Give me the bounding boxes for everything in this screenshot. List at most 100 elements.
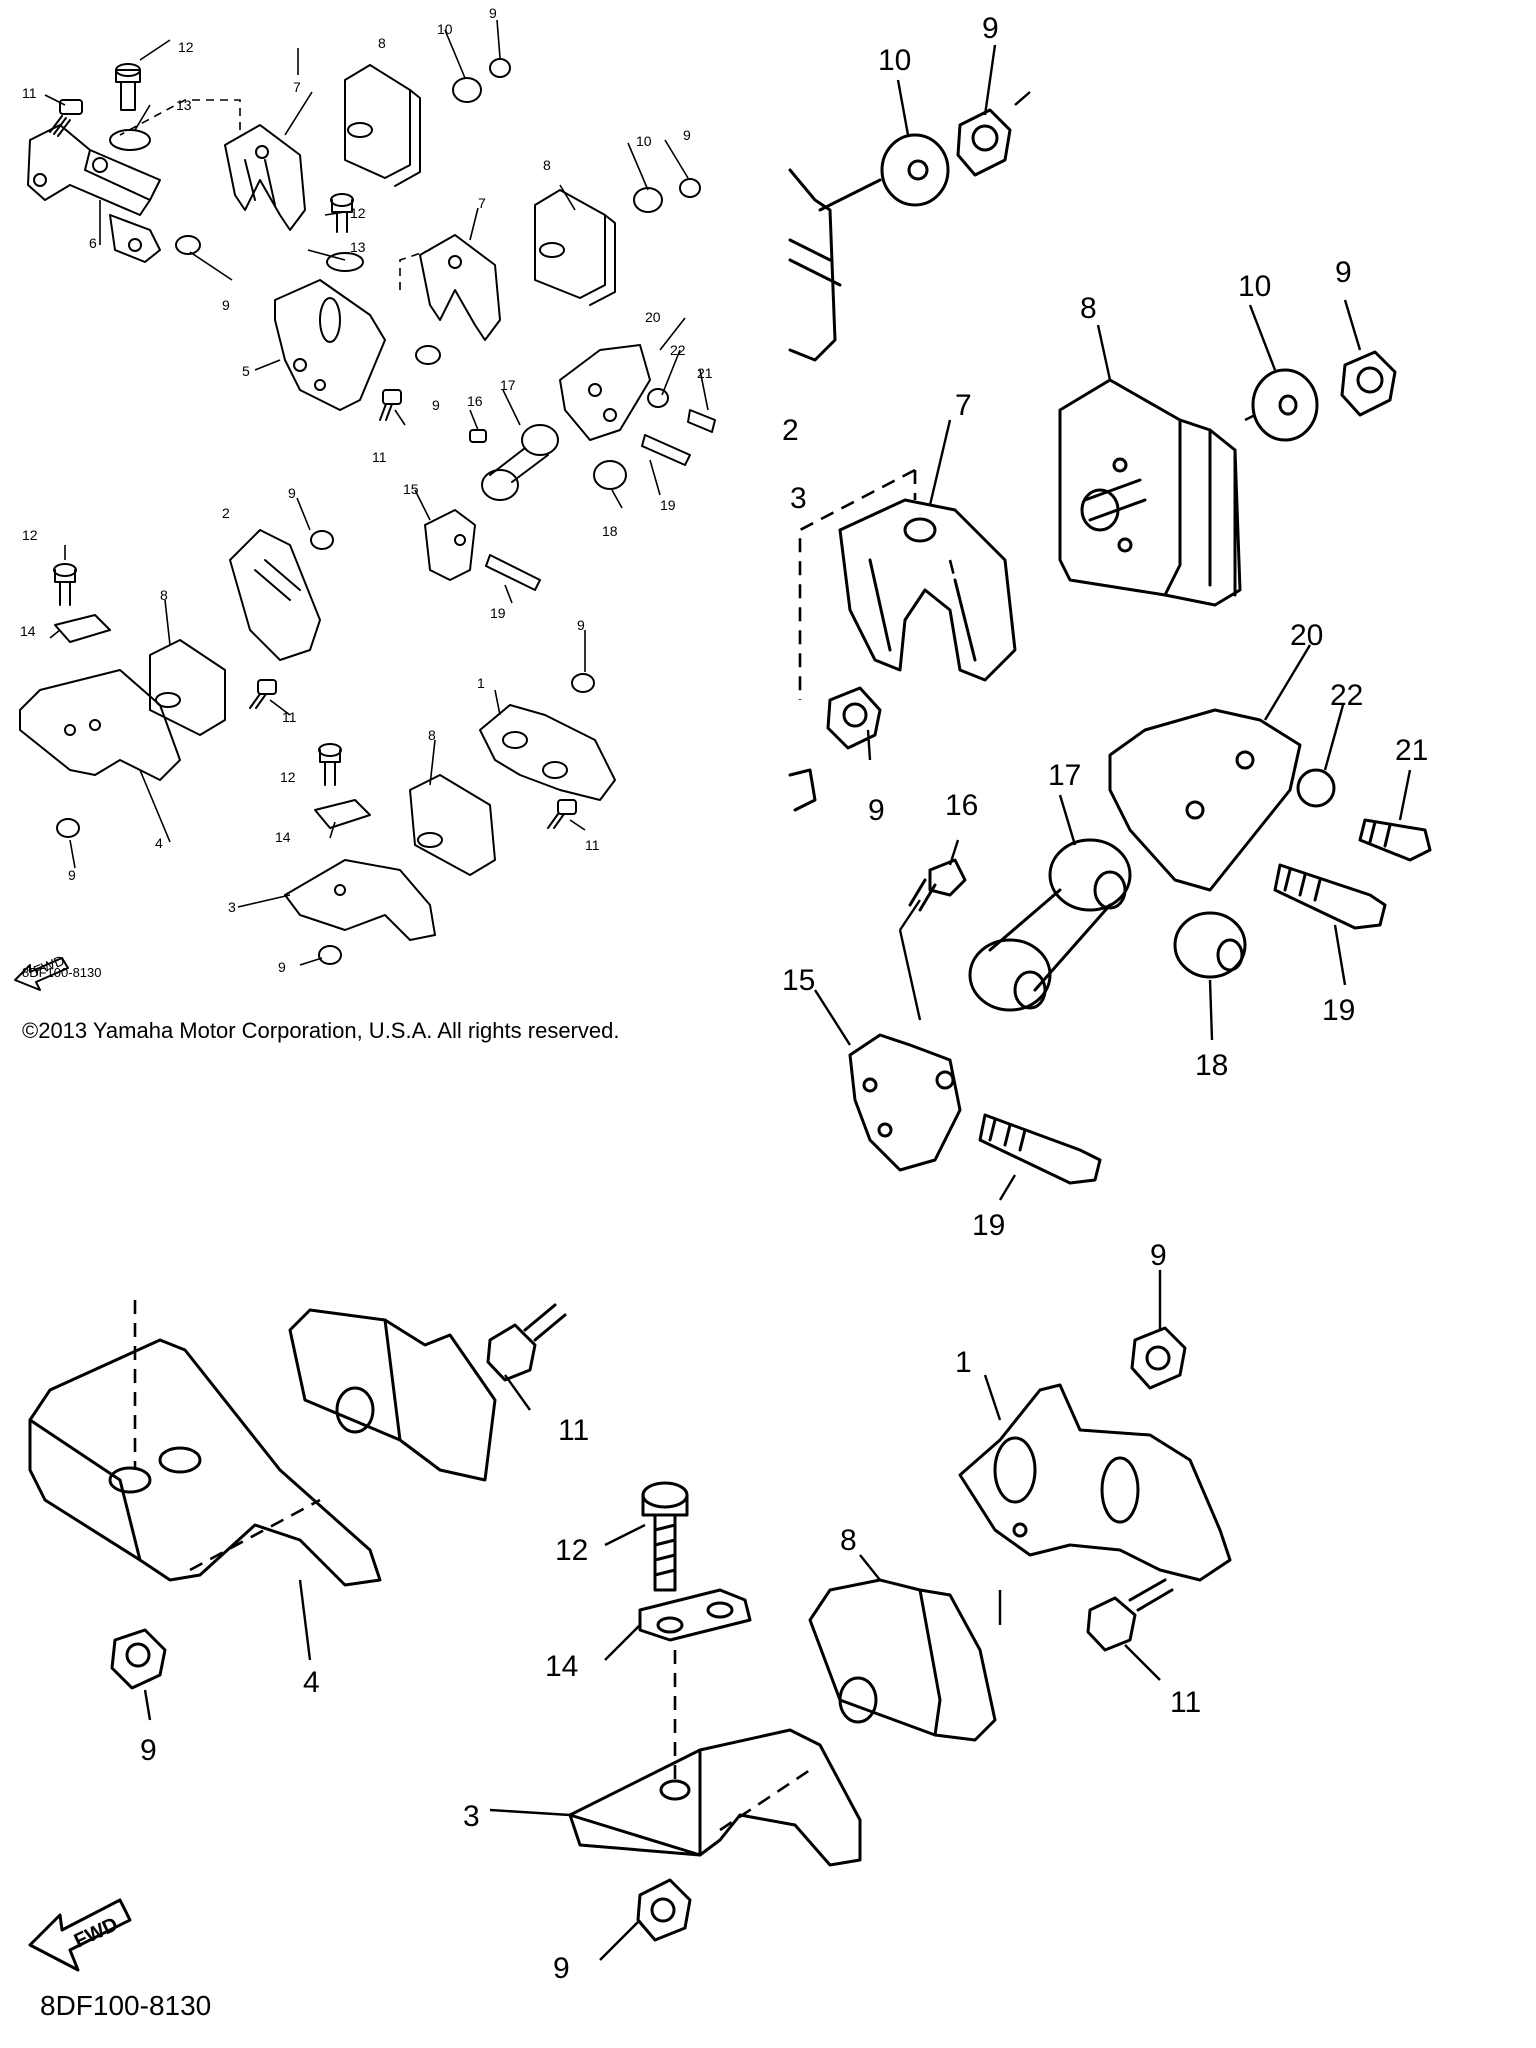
ov-label-11: 11: [282, 709, 297, 725]
part-9-nut: [415, 345, 441, 365]
part-7-bracket: [224, 124, 306, 231]
ov-label-18: 18: [602, 523, 618, 539]
ov-label-12: 12: [280, 769, 296, 785]
part-9-nut: [1340, 350, 1397, 417]
ov-label-10: 10: [437, 21, 453, 37]
ov-label-6: 6: [89, 235, 97, 251]
part-19-bolt: [1273, 863, 1387, 930]
overview-diagram: FWD 12 11 13 7 8 10 9 6 9 12 13 5 7 8 10…: [14, 5, 716, 991]
part-2-bracket: [229, 529, 321, 661]
ov-label-9: 9: [278, 959, 286, 975]
ov-label-1: 1: [477, 675, 485, 691]
ov-label-11: 11: [22, 85, 37, 101]
part-10-washer: [880, 133, 950, 207]
tr-label-16: 16: [945, 789, 978, 822]
ov-label-9: 9: [577, 617, 585, 633]
detail-bottom: FWD 11 4 9 12 14 3 9 8 1 9 11: [28, 1239, 1232, 1985]
tr-label-20: 20: [1290, 619, 1323, 652]
part-9-nut: [489, 58, 511, 78]
part-8-mount: [149, 639, 226, 736]
part-3-bracket: [568, 1650, 862, 1867]
part-17-link: [481, 424, 559, 501]
ov-label-20: 20: [645, 309, 661, 325]
part-11-bolt: [486, 1303, 567, 1382]
part-8-mount: [288, 1308, 497, 1482]
part-9-nut: [826, 686, 882, 750]
ov-label-3: 3: [228, 899, 236, 915]
bt-label-8: 8: [840, 1524, 857, 1557]
ov-label-13: 13: [350, 239, 366, 255]
ov-label-9: 9: [68, 867, 76, 883]
part-8-mount: [534, 189, 616, 306]
part-20-plate: [1108, 708, 1302, 892]
part-4-bracket: [19, 669, 181, 781]
bt-label-9: 9: [1150, 1239, 1167, 1272]
part-18-bushing: [1173, 911, 1247, 979]
bt-label-1: 1: [955, 1346, 972, 1379]
detail-diagram-code: 8DF100-8130: [40, 1990, 212, 2021]
part-13-washer: [326, 252, 364, 272]
bt-label-4: 4: [303, 1666, 320, 1699]
part-1-bracket: [479, 704, 616, 801]
ov-label-5: 5: [242, 363, 250, 379]
tr-label-8: 8: [1080, 292, 1097, 325]
tr-label-9: 9: [982, 12, 999, 45]
bt-label-11: 11: [558, 1414, 589, 1447]
part-21-bolt: [1358, 818, 1432, 862]
part-11-bolt: [1086, 1578, 1174, 1652]
part-10-washer: [633, 187, 663, 213]
part-13-washer: [109, 129, 151, 151]
part-9-nut: [110, 1628, 167, 1690]
part-22-washer: [647, 388, 669, 408]
part-4-bracket: [28, 1300, 382, 1587]
part-12-bolt: [318, 743, 342, 786]
fwd-label: FWD: [71, 1913, 122, 1952]
part-19-bolt: [978, 1113, 1102, 1185]
part-5-bracket: [274, 279, 386, 411]
ov-label-19: 19: [490, 605, 506, 621]
part-10-washer: [1251, 368, 1319, 442]
ov-label-9: 9: [432, 397, 440, 413]
part-18-bushing: [593, 460, 627, 490]
ov-label-8: 8: [160, 587, 168, 603]
ov-label-15: 15: [403, 481, 419, 497]
part-15-bracket: [424, 509, 476, 581]
part-22-washer: [1296, 768, 1336, 808]
ov-label-11: 11: [372, 449, 387, 465]
part-7-bracket: [838, 498, 1017, 682]
bt-label-9: 9: [140, 1734, 157, 1767]
part-9-nut: [310, 530, 334, 550]
part-14-plate: [314, 799, 371, 829]
part-12-bolt: [641, 1481, 689, 1592]
tr-label-7: 7: [955, 389, 972, 422]
ov-label-9: 9: [288, 485, 296, 501]
part-8-mount: [808, 1578, 997, 1742]
ov-label-7: 7: [478, 195, 486, 211]
part-12-bolt: [53, 563, 77, 606]
ov-label-12: 12: [350, 205, 366, 221]
ov-label-19: 19: [660, 497, 676, 513]
part-1-bracket: [958, 1383, 1232, 1582]
ov-label-21: 21: [697, 365, 713, 381]
ov-label-8: 8: [543, 157, 551, 173]
part-20-plate: [559, 344, 651, 441]
ov-label-22: 22: [670, 342, 686, 358]
tr-label-21: 21: [1395, 734, 1428, 767]
part-9-nut: [636, 1878, 692, 1942]
ov-label-9: 9: [222, 297, 230, 313]
part-9-nut: [56, 818, 80, 838]
ov-label-14: 14: [20, 623, 36, 639]
part-11-bolt: [249, 679, 277, 709]
ov-label-4: 4: [155, 835, 163, 851]
tr-label-18: 18: [1195, 1049, 1228, 1082]
part-12-bolt: [115, 63, 141, 111]
tr-label-15: 15: [782, 964, 815, 997]
part-6-bracket: [27, 124, 161, 263]
part-9-nut: [571, 673, 595, 693]
ov-label-12: 12: [22, 527, 38, 543]
ov-label-14: 14: [275, 829, 291, 845]
ov-label-17: 17: [500, 377, 516, 393]
fwd-arrow-icon: FWD: [28, 1898, 132, 1972]
tr-label-22: 22: [1330, 679, 1363, 712]
